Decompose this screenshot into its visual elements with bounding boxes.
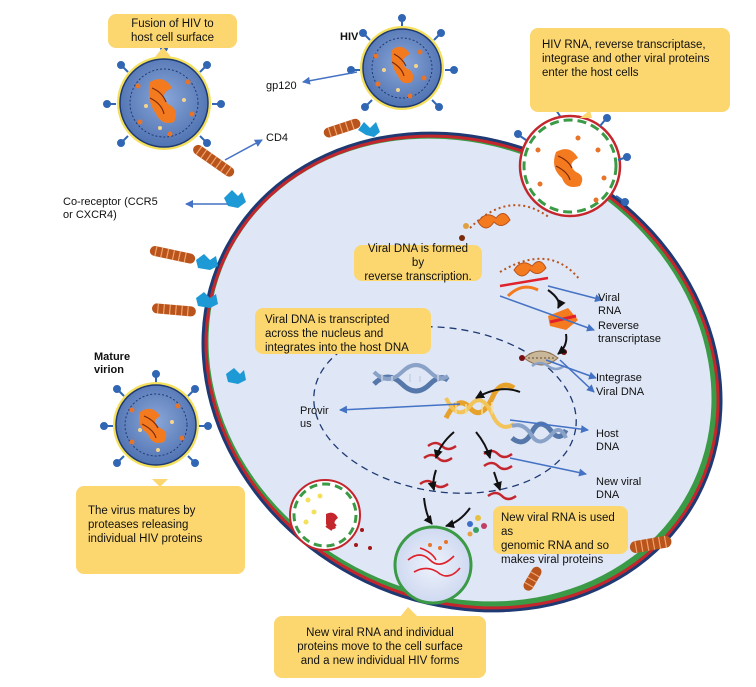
reverse-transcriptase-label: Reverse transcriptase <box>598 320 661 345</box>
hiv-virion-fusion <box>103 44 225 150</box>
viral-rna-label: Viral RNA <box>598 292 622 317</box>
protein-dots <box>467 515 487 537</box>
virion-entering <box>514 104 631 218</box>
coreceptor-label: Co-receptor (CCR5 or CXCR4) <box>63 196 158 221</box>
callout-transcribed: Viral DNA is transcripted across the nuc… <box>255 308 431 354</box>
mature-virion-label: Mature virion <box>94 351 131 376</box>
budding-virion-left <box>289 479 372 551</box>
mature-virion <box>100 370 212 468</box>
leader-arrows <box>185 71 603 477</box>
surface-protein-rods <box>149 118 672 591</box>
callout-entry: HIV RNA, reverse transcriptase, integras… <box>530 28 730 112</box>
reverse-transcription-particle <box>499 257 581 298</box>
hiv-virion-top <box>347 14 458 111</box>
hiv-label: HIV <box>340 31 359 43</box>
callout-matures: The virus matures by proteases releasing… <box>76 486 245 574</box>
callout-viral-dna-formed: Viral DNA is formed by reverse transcrip… <box>354 243 482 283</box>
gp120-label: gp120 <box>266 80 297 92</box>
viral-dna-label: Viral DNA <box>596 386 645 398</box>
callout-fusion: Fusion of HIV to host cell surface <box>108 14 237 48</box>
callout-new-rna-genomic: New viral RNA is used as genomic RNA and… <box>493 506 628 566</box>
host-dna-label: Host DNA <box>596 428 620 453</box>
provirus-label: Provir us <box>300 405 329 430</box>
dna-helix-blue <box>372 363 450 394</box>
callout-cell-surface: New viral RNA and individual proteins mo… <box>274 616 486 678</box>
incoming-rna-particle <box>459 204 551 241</box>
integrase-label: Integrase <box>596 372 642 384</box>
receptor-icons <box>196 122 380 384</box>
budding-virion-bottom <box>393 525 473 605</box>
process-arrows <box>423 289 568 529</box>
dna-helix-integrase <box>531 361 565 371</box>
cd4-label: CD4 <box>266 132 289 144</box>
new-viral-dna-label: New viral DNA <box>596 476 642 501</box>
